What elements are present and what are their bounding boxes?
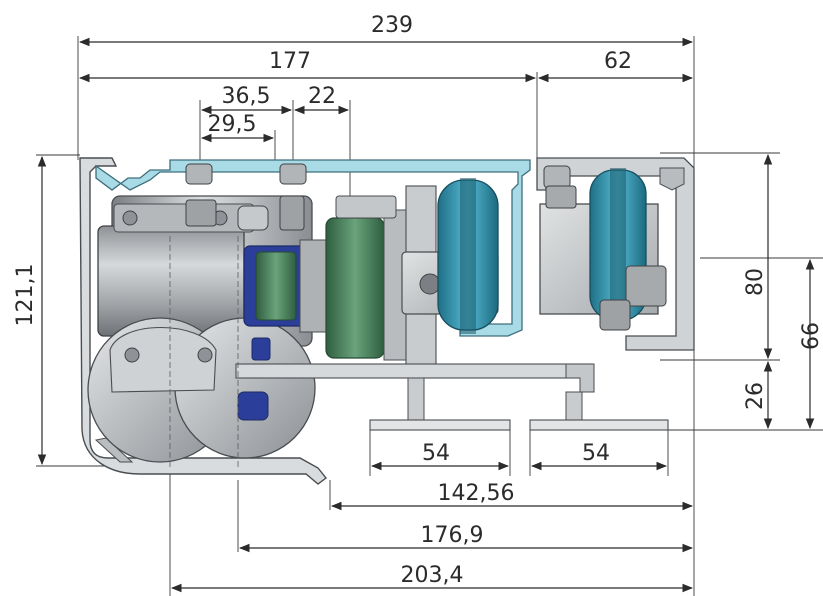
dimension-labels: 239 177 62 36,5 29,5 22 121,1 80 66 26 5… [13, 13, 823, 588]
dim-label-rail-height: 80 [743, 268, 768, 296]
dim-label-rail-width: 62 [604, 49, 632, 74]
dim-label-spacing-b: 29,5 [208, 112, 257, 137]
gear-green [325, 217, 385, 359]
top-rail-profile [95, 159, 531, 337]
dim-label-carriage-left: 54 [422, 441, 450, 466]
dim-label-overall-width: 239 [371, 13, 413, 38]
dim-label-spacing-c: 22 [308, 84, 336, 109]
dim-label-length-c: 203,4 [401, 563, 464, 588]
dim-label-carriage-right: 54 [582, 441, 610, 466]
dimension-lines [37, 37, 815, 593]
dim-label-clearance: 26 [743, 382, 768, 410]
dim-label-rail-offset: 66 [799, 322, 823, 350]
extension-lines [36, 36, 823, 596]
drive-assembly [79, 157, 695, 485]
dim-label-total-height: 121,1 [13, 264, 38, 327]
dim-label-length-a: 142,56 [438, 481, 515, 506]
cover-profile [79, 157, 327, 485]
plate-right [529, 419, 669, 431]
dim-label-length-b: 176,9 [421, 523, 484, 548]
dim-label-housing-width: 177 [269, 49, 311, 74]
dim-label-spacing-a: 36,5 [222, 84, 271, 109]
plate-left [369, 419, 511, 431]
